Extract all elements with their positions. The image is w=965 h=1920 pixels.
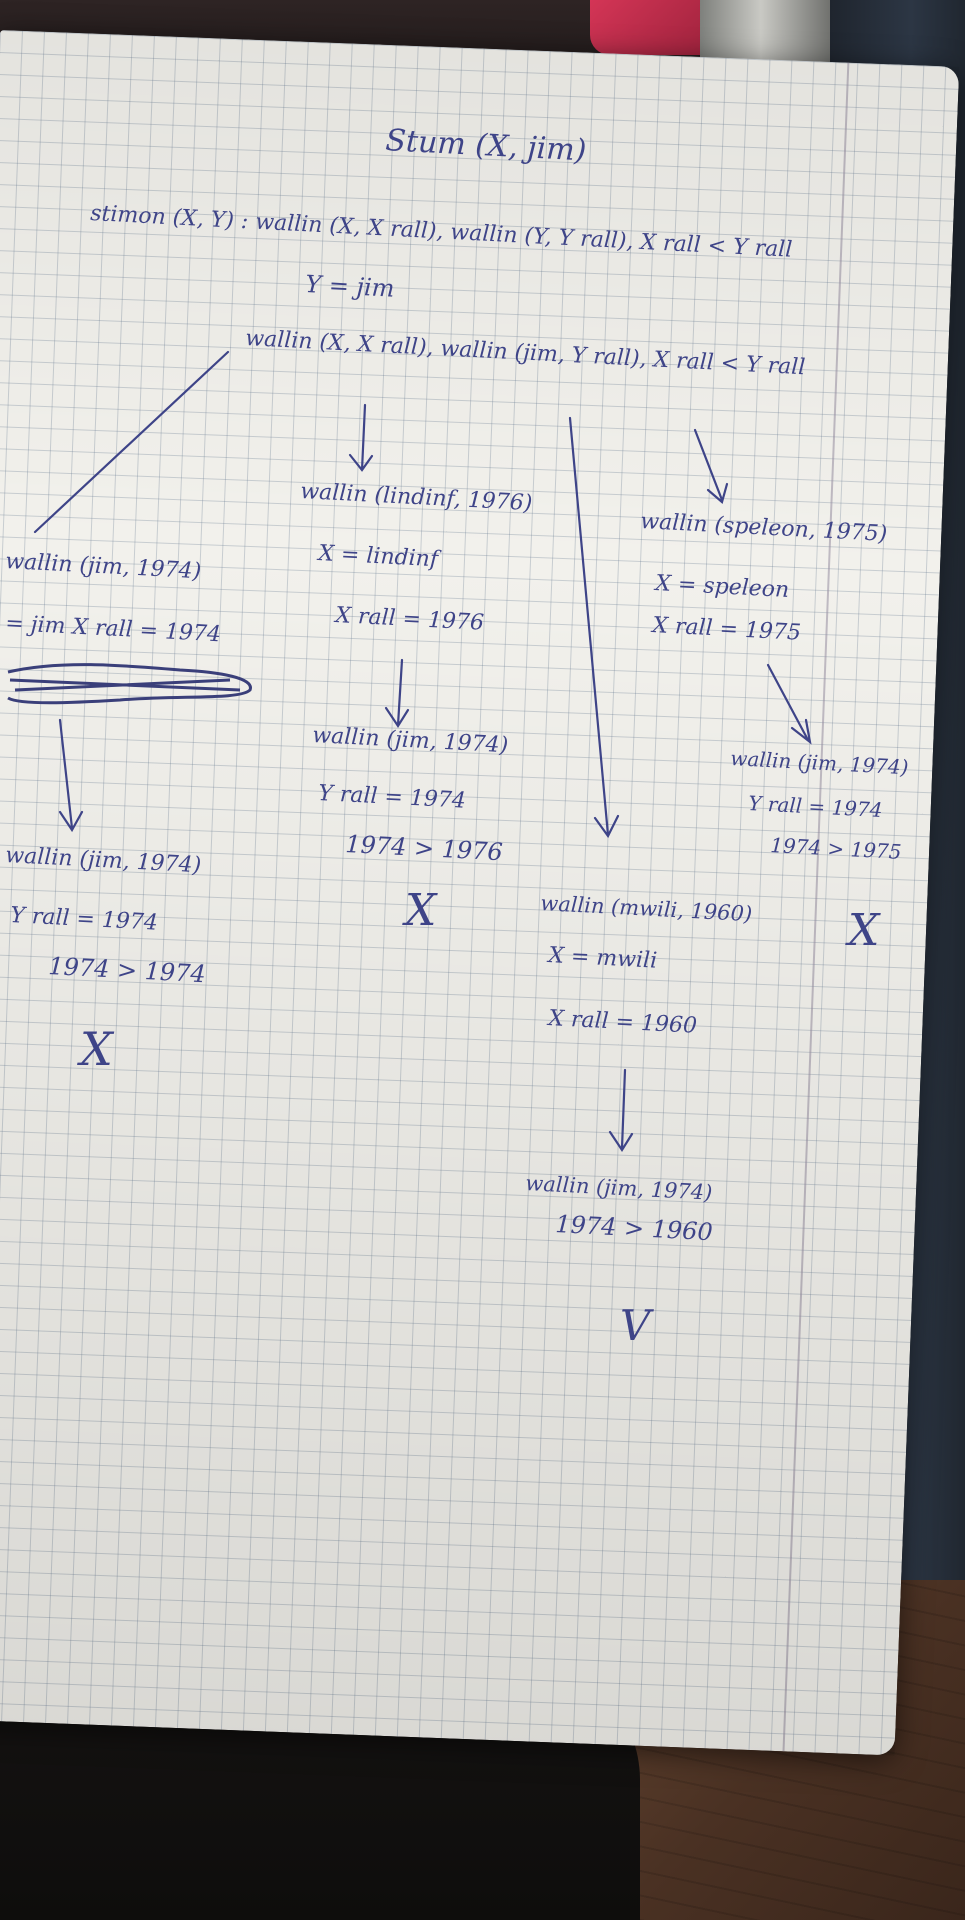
arrow-a-down: [58, 718, 84, 833]
branch-a-fact: wallin (jim, 1974): [5, 549, 202, 584]
arrow-to-branch-c: [568, 416, 620, 839]
rule-head-text: stimon (X, Y) : wallin (X, X rall), wall…: [90, 201, 793, 263]
branch-b-fact: wallin (lindinf, 1976): [300, 479, 533, 516]
branch-a-fact2: wallin (jim, 1974): [5, 843, 202, 878]
arrow-d-down: [766, 663, 812, 745]
crossed-out-scribble: [7, 663, 252, 705]
branch-d-x: X = speleon: [653, 571, 790, 603]
arrow-b-down: [384, 658, 410, 729]
branch-c-x: X = mwili: [546, 943, 658, 974]
branch-a-compare: 1974 > 1974: [48, 952, 207, 988]
branch-c-xrall: X rall = 1960: [546, 1006, 698, 1039]
branch-d-fact: wallin (speleon, 1975): [640, 509, 888, 547]
branch-d-compare: 1974 > 1975: [770, 833, 902, 864]
branch-b-yrall: Y rall = 1974: [318, 781, 467, 814]
title-text: Stum (X, jim): [385, 123, 588, 168]
arrow-to-branch-d: [693, 428, 729, 504]
arrow-to-branch-a: [33, 350, 230, 534]
arrow-to-branch-b: [348, 403, 374, 472]
branch-b-compare: 1974 > 1976: [345, 830, 504, 866]
branch-d-yrall: Y rall = 1974: [748, 791, 883, 822]
rule-subst-text: Y = jim: [305, 270, 395, 303]
branch-c-fact2: wallin (jim, 1974): [525, 1171, 713, 1205]
branch-b-xrall: X rall = 1976: [333, 603, 485, 636]
branch-a-result: X: [77, 1022, 115, 1076]
branch-b-result: X: [402, 885, 438, 936]
branch-c-compare: 1974 > 1960: [555, 1210, 714, 1246]
branch-a-binding: = jim X rall = 1974: [5, 611, 222, 647]
branch-b-fact2: wallin (jim, 1974): [312, 723, 509, 758]
branch-d-fact2: wallin (jim, 1974): [730, 746, 909, 779]
branch-b-x: X = lindinf: [316, 541, 443, 573]
branch-c-fact: wallin (mwili, 1960): [540, 891, 753, 926]
branch-c-result: V: [620, 1301, 654, 1350]
branch-d-result: X: [845, 905, 881, 956]
arrow-c-down: [608, 1068, 634, 1153]
branch-d-xrall: X rall = 1975: [650, 613, 802, 646]
rule-goal-text: wallin (X, X rall), wallin (jim, Y rall)…: [245, 326, 806, 380]
branch-a-yrall: Y rall = 1974: [10, 903, 159, 936]
